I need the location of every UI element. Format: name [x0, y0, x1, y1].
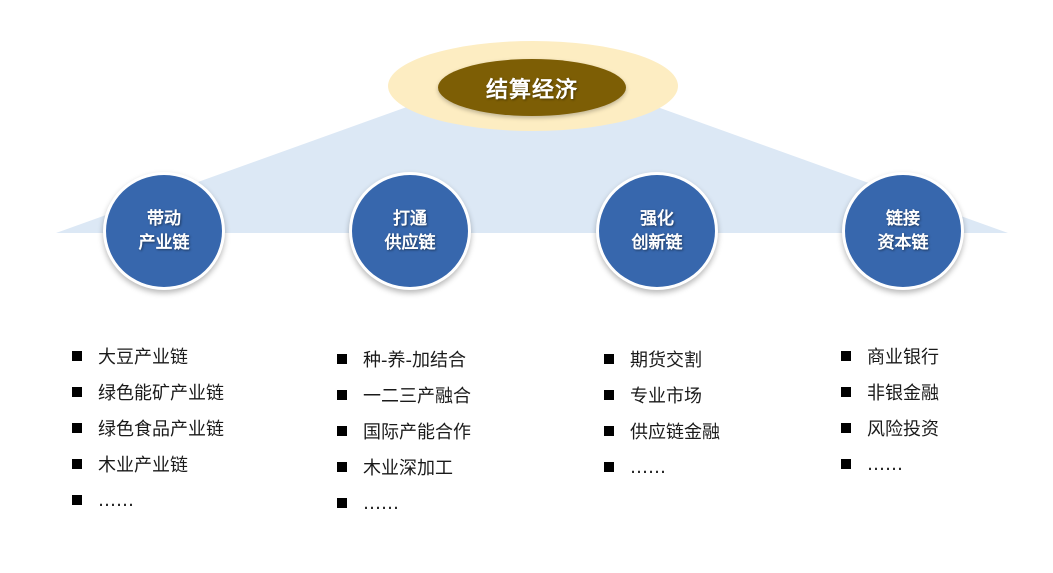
bullet-square-icon [72, 351, 82, 361]
pillar-list-3: 期货交割 专业市场 供应链金融 …… [604, 341, 720, 485]
pillar-label-line1: 带动 [147, 209, 181, 229]
list-item: 绿色食品产业链 [72, 410, 224, 446]
list-item: 供应链金融 [604, 413, 720, 449]
pillar-circle-4: 链接 资本链 [842, 172, 964, 290]
list-item-text: 风险投资 [867, 419, 939, 440]
list-item-text: 种-养-加结合 [363, 350, 466, 371]
pillar-label-line1: 链接 [886, 209, 920, 229]
list-item: 木业产业链 [72, 446, 224, 482]
list-item-text: 供应链金融 [630, 422, 720, 443]
list-item-text: 非银金融 [867, 383, 939, 404]
bullet-square-icon [604, 462, 614, 472]
pillar-label-line2: 创新链 [631, 233, 683, 253]
bullet-square-icon [337, 498, 347, 508]
list-item: 商业银行 [841, 338, 939, 374]
bullet-square-icon [72, 495, 82, 505]
list-item: 国际产能合作 [337, 413, 471, 449]
bullet-square-icon [841, 351, 851, 361]
list-item-text: 国际产能合作 [363, 422, 471, 443]
pillar-label-line2: 供应链 [384, 233, 436, 253]
list-item: 专业市场 [604, 377, 720, 413]
pillar-list-2: 种-养-加结合 一二三产融合 国际产能合作 木业深加工 …… [337, 341, 471, 521]
list-item: …… [72, 482, 224, 518]
list-item-text: 一二三产融合 [363, 386, 471, 407]
pillar-list-1: 大豆产业链 绿色能矿产业链 绿色食品产业链 木业产业链 …… [72, 338, 224, 518]
list-item-text: …… [98, 489, 134, 511]
list-item: 风险投资 [841, 410, 939, 446]
list-item: 期货交割 [604, 341, 720, 377]
list-item: 非银金融 [841, 374, 939, 410]
bullet-square-icon [337, 390, 347, 400]
pillar-label-line1: 打通 [393, 209, 427, 229]
bullet-square-icon [337, 426, 347, 436]
list-item: …… [841, 446, 939, 482]
list-item-text: 木业产业链 [98, 455, 188, 476]
list-item-text: …… [363, 492, 399, 514]
bullet-square-icon [72, 423, 82, 433]
bullet-square-icon [604, 426, 614, 436]
list-item: 木业深加工 [337, 449, 471, 485]
bullet-square-icon [337, 462, 347, 472]
list-item-text: 专业市场 [630, 386, 702, 407]
list-item-text: …… [630, 456, 666, 478]
bullet-square-icon [841, 459, 851, 469]
list-item-text: 绿色食品产业链 [98, 419, 224, 440]
list-item: 种-养-加结合 [337, 341, 471, 377]
list-item: 一二三产融合 [337, 377, 471, 413]
list-item-text: 期货交割 [630, 350, 702, 371]
backdrop-shape [56, 62, 1008, 233]
list-item: …… [604, 449, 720, 485]
list-item-text: 木业深加工 [363, 458, 453, 479]
pillar-circle-3: 强化 创新链 [596, 172, 718, 290]
list-item-text: 大豆产业链 [98, 347, 188, 368]
list-item: 绿色能矿产业链 [72, 374, 224, 410]
bullet-square-icon [604, 390, 614, 400]
pillar-label-line2: 资本链 [877, 233, 929, 253]
center-title: 结算经济 [485, 77, 578, 103]
bullet-square-icon [841, 423, 851, 433]
list-item-text: 商业银行 [867, 347, 939, 368]
list-item: 大豆产业链 [72, 338, 224, 374]
bullet-square-icon [72, 387, 82, 397]
bullet-square-icon [604, 354, 614, 364]
pillar-label-line2: 产业链 [138, 233, 190, 253]
bullet-square-icon [841, 387, 851, 397]
pillar-circle-2: 打通 供应链 [349, 172, 471, 290]
pillar-label-line1: 强化 [640, 209, 674, 229]
bullet-square-icon [72, 459, 82, 469]
pillar-circle-1: 带动 产业链 [103, 172, 225, 290]
list-item: …… [337, 485, 471, 521]
list-item-text: 绿色能矿产业链 [98, 383, 224, 404]
center-node: 结算经济 [438, 59, 626, 116]
pillar-list-4: 商业银行 非银金融 风险投资 …… [841, 338, 939, 482]
bullet-square-icon [337, 354, 347, 364]
list-item-text: …… [867, 453, 903, 475]
